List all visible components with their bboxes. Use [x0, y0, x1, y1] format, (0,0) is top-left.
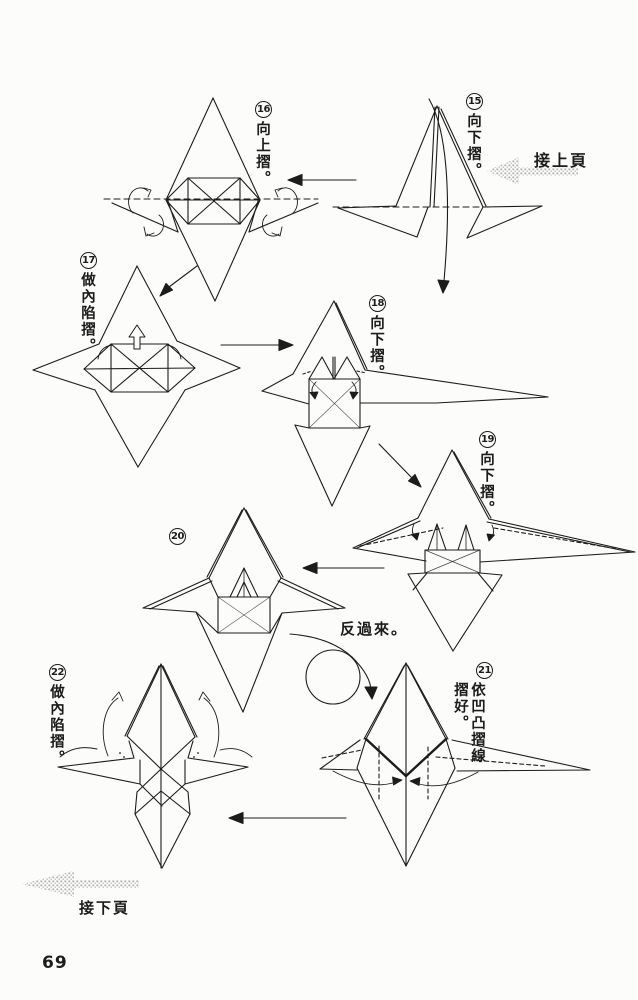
- turn-over-loop-arrow-icon: [289, 633, 378, 705]
- figure-step-18: [261, 300, 549, 507]
- arrow-step18-to-19: [378, 443, 422, 488]
- fold-down-curved-arrow: [428, 98, 450, 294]
- fold-to-center-arrows: [332, 770, 479, 787]
- step-16-badge: 16: [255, 101, 272, 118]
- arrow-step16-to-17: [159, 265, 198, 297]
- step-19-badge: 19: [479, 431, 496, 448]
- step-19-label: 向下摺。: [478, 451, 494, 517]
- fold-curl-arrows: [128, 187, 298, 237]
- prev-page-arrow-icon: [487, 157, 578, 185]
- step-17-label: 做內陷摺。: [79, 272, 95, 355]
- step-22-label: 做內陷摺。: [48, 684, 64, 767]
- figure-step-22: [57, 663, 253, 869]
- step-18-label: 向下摺。: [368, 315, 384, 381]
- step-16-label: 向上摺。: [254, 121, 270, 187]
- step-18-badge: 18: [369, 295, 386, 312]
- turn-over-label: 反過來。: [340, 620, 409, 638]
- step-17-badge: 17: [80, 252, 97, 269]
- arrow-step21-to-22: [228, 811, 347, 825]
- fold-curl-arrows: [411, 523, 495, 542]
- figure-step-17: [32, 265, 241, 468]
- step-21-label: 依凹凸摺線摺好。: [452, 682, 485, 765]
- reverse-fold-outline-arrows: [59, 691, 253, 758]
- arrow-step17-to-18: [220, 338, 294, 352]
- fold-down-small-arrows: [309, 381, 359, 400]
- page-number: 69: [42, 953, 68, 973]
- continue-from-previous-page-label: 接上頁: [534, 151, 589, 170]
- step-22-badge: 22: [49, 664, 66, 681]
- push-up-outline-arrow-icon: [128, 324, 146, 350]
- step-15-badge: 15: [466, 93, 483, 110]
- next-page-arrow-icon: [22, 871, 139, 897]
- step-21-badge: 21: [476, 662, 493, 679]
- step-15-label: 向下摺。: [465, 113, 481, 179]
- figure-step-21: [319, 662, 591, 867]
- figure-step-16: [103, 97, 319, 302]
- step-20-badge: 20: [169, 528, 186, 545]
- continue-to-next-page-label: 接下頁: [79, 899, 131, 917]
- crease-dots: [119, 752, 199, 758]
- figure-step-20: [142, 507, 346, 713]
- arrow-step19-to-20: [302, 561, 385, 575]
- figure-step-15: [332, 98, 543, 294]
- arrow-step15-to-16: [287, 173, 357, 187]
- figure-step-19: [352, 449, 636, 652]
